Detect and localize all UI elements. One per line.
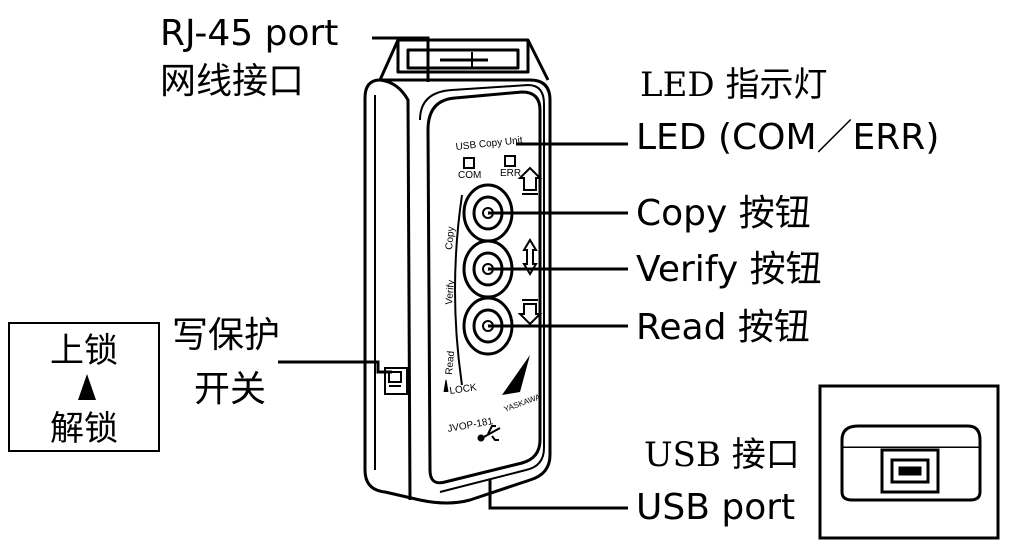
arrow-down-icon [517,299,543,326]
led-label-cn: LED 指示灯 [640,65,828,105]
com-label: COM [458,170,481,181]
copy-label: Copy 按钮 [636,193,811,234]
err-led [504,155,516,167]
rj45-label-cn: 网线接口 [160,61,305,102]
usb-port-graphic [840,424,982,502]
arrow-updown-icon [522,238,538,276]
err-label: ERR [500,168,521,179]
write-protect-label-1: 写保护 [172,315,281,356]
com-led [463,157,475,169]
led-label-en: LED (COM／ERR) [636,117,940,158]
triangle-up-icon [78,374,96,400]
usb-leader [488,480,628,510]
write-protect-label-2: 开关 [194,369,267,410]
unlock-label-text: 解锁 [50,409,118,449]
lock-legend-box: 上锁 解锁 [8,322,160,452]
verify-label: Verify 按钮 [636,249,822,290]
brand-logo [502,355,530,395]
write-protect-leader [278,360,392,374]
front-panel [426,90,542,485]
rj45-label-en: RJ-45 port [160,13,339,54]
usb-label-cn: USB 接口 [644,435,800,475]
copy-side-label: Copy [444,226,457,250]
lock-label-text: 上锁 [50,331,118,371]
write-protect-switch [384,367,408,395]
lock-label: LOCK [449,382,478,397]
lock-arrow-icon [443,379,449,393]
arrow-up-icon [517,166,543,195]
device-body [363,78,552,505]
read-side-label: Read [444,350,457,375]
read-label: Read 按钮 [636,307,810,348]
usb-icon [477,425,501,442]
rj45-port [378,38,550,81]
verify-side-label: Verify [444,279,457,305]
usb-label-en: USB port [636,487,796,528]
rj45-leader [372,36,430,82]
